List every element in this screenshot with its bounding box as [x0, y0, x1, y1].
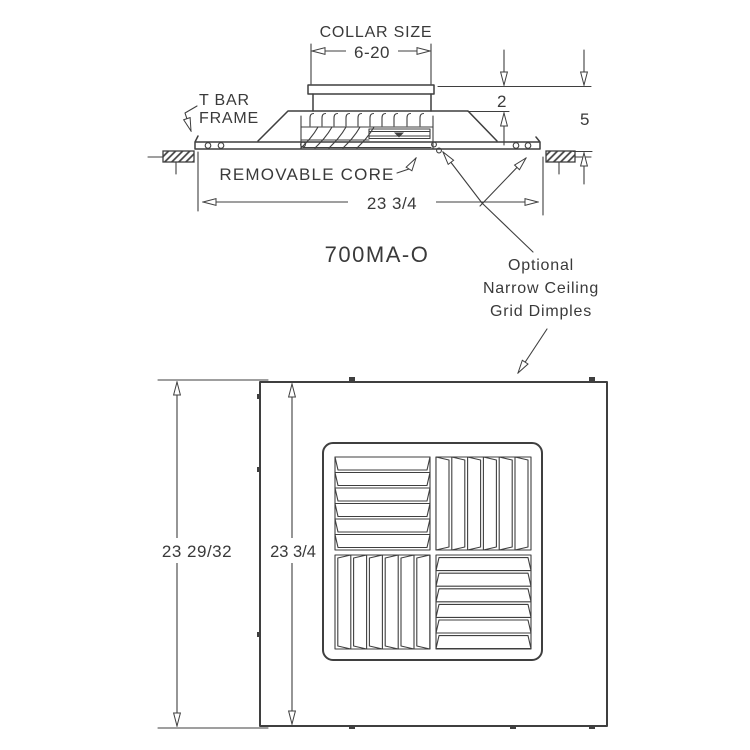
dim-text-mask — [264, 538, 321, 563]
height-dimensions: 2 5 — [437, 49, 593, 185]
face-panel-outline — [259, 381, 608, 727]
dimple-leaders — [443, 152, 534, 253]
backpan-outline — [257, 110, 498, 142]
dimples-note-line2: Narrow Ceiling — [483, 280, 599, 297]
dimples-note-line1: Optional — [508, 257, 574, 274]
core-section — [300, 112, 442, 154]
t-bar-right — [545, 150, 592, 175]
section-width-text: 23 3/4 — [367, 194, 417, 213]
collar-outline — [307, 84, 435, 112]
dimples-annotation: Optional Narrow Ceiling Grid Dimples — [483, 257, 599, 373]
collar-dimension: COLLAR SIZE 6-20 — [310, 24, 433, 85]
plan-face-dimension: 23 3/4 — [264, 384, 321, 724]
plan-overall-dimension: 23 29/32 — [143, 379, 269, 729]
dimples-note-line3: Grid Dimples — [490, 303, 592, 320]
dim-2-text: 2 — [497, 92, 507, 111]
t-bar-frame-label: T BAR FRAME — [185, 92, 259, 131]
dim-5-text: 5 — [580, 110, 590, 129]
dim-text-mask — [348, 190, 436, 214]
core-quadrant-top-right — [435, 456, 532, 551]
plan-overall-text: 23 29/32 — [162, 542, 232, 561]
section-view: COLLAR SIZE 6-20 — [147, 24, 599, 373]
collar-size-label: COLLAR SIZE — [320, 24, 433, 41]
dim-text-mask — [143, 538, 251, 563]
damper-mark — [394, 132, 404, 138]
core-quadrant-bottom-right — [435, 554, 532, 650]
core-frame-outline — [322, 442, 543, 661]
removable-core-text: REMOVABLE CORE — [219, 165, 394, 184]
dimple-marks — [257, 377, 595, 729]
t-bar-frame-label-line2: FRAME — [199, 110, 259, 127]
removable-core-label: REMOVABLE CORE — [219, 158, 416, 184]
t-bar-frame-label-line1: T BAR — [199, 92, 250, 109]
t-bar-left — [147, 150, 195, 175]
section-width-dimension: 23 3/4 — [197, 151, 544, 216]
core-quadrant-bottom-left — [334, 554, 431, 650]
flange-outline — [194, 135, 541, 150]
dim-text-mask — [346, 41, 398, 61]
core-quadrant-top-left — [334, 456, 431, 551]
model-number: 700MA-O — [325, 242, 430, 267]
plan-view: 23 29/32 23 3/4 — [143, 377, 608, 729]
collar-range-dim: 6-20 — [354, 43, 390, 62]
plan-face-text: 23 3/4 — [270, 543, 316, 561]
